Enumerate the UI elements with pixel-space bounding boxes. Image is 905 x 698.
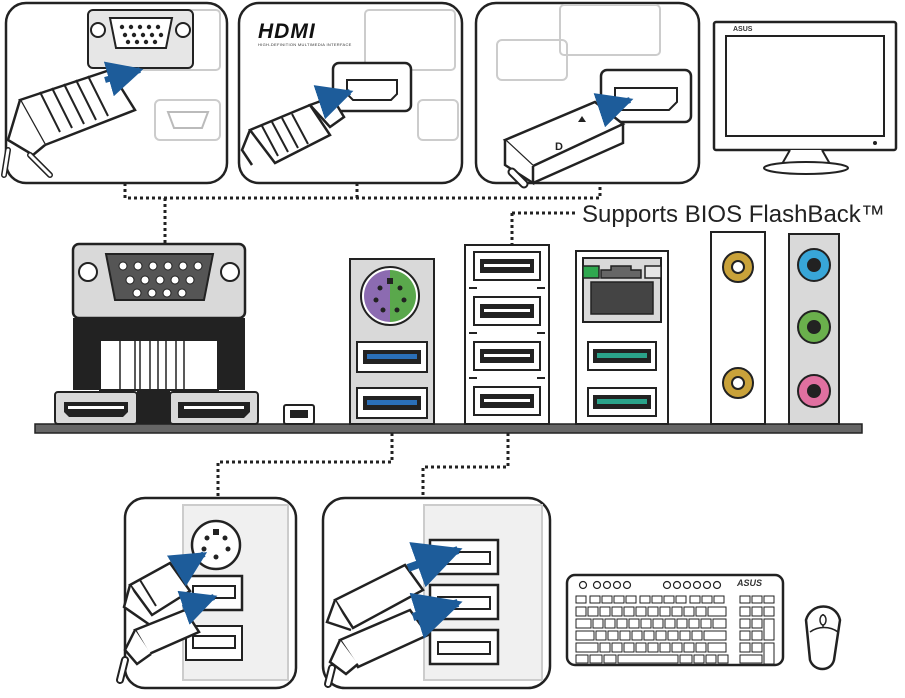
arrow-icon [103,61,144,97]
displayport-plug: D [502,100,626,189]
arrow-icon [409,592,463,639]
ps2-usb-callout [116,496,298,690]
displayport-icon [599,68,693,124]
usb-callout [321,496,552,690]
ps2-icon [360,266,420,326]
vga-callout [1,1,229,185]
hdmi-logo-tagline: HIGH-DEFINITION MULTIMEDIA INTERFACE [258,42,352,47]
vga-port [71,242,247,391]
arrow-icon [313,85,354,120]
connector-lines-top [123,183,602,250]
ps2-usb-stack [349,258,435,425]
hdmi-port [54,391,138,425]
usb-icon [356,341,428,419]
displayport-port [169,391,259,425]
vga-icon [87,9,194,69]
lan-usb-stack [575,250,669,425]
hdmi-icon [331,61,413,113]
monitor-brand-label: ASUS [733,26,753,33]
antenna-icon [710,231,766,425]
displayport-callout: D [474,1,701,189]
keyboard-icon [565,573,785,667]
arrow-icon [406,542,463,588]
arrow-icon [177,590,218,625]
usb-quad-stack [464,244,550,425]
hdmi-logo: HDMI [258,20,316,43]
audio-jack-icon [788,233,840,425]
usb-icon [587,341,657,417]
displayport-mark: D [555,141,563,153]
lan-icon [582,257,662,323]
connector-lines-bottom [216,433,510,498]
monitor-icon [712,20,898,175]
arrow-icon [166,551,208,587]
keyboard-brand-label: ASUS [737,578,763,588]
bios-flashback-button [283,404,315,425]
rear-io-panel [34,231,863,434]
mouse-icon [804,605,842,671]
bios-flashback-caption: Supports BIOS FlashBack™ [582,201,885,228]
hdmi-callout [237,1,464,185]
arrow-icon [593,93,634,128]
